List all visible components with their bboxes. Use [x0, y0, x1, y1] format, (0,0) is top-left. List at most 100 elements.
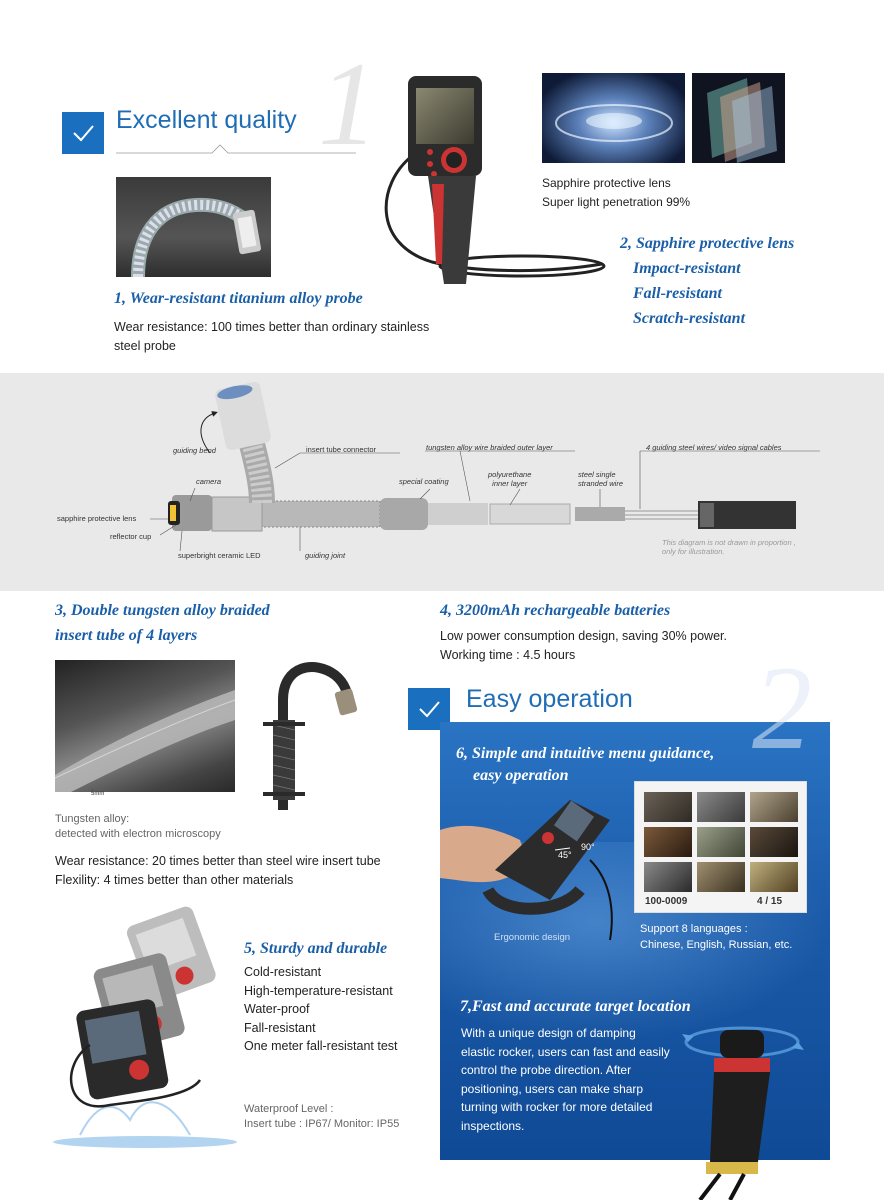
diagram-note: This diagram is not drawn in proportion … [662, 538, 796, 556]
file-counter: 100-0009 [645, 896, 688, 907]
label-tungsten-braided: tungsten alloy wire braided outer layer [426, 443, 553, 452]
lens-caption-line1: Sapphire protective lens [542, 176, 671, 190]
scale-label: 5mm [91, 791, 105, 797]
feature4-title: 4, 3200mAh rechargeable batteries [440, 602, 671, 619]
label-polyurethane-line1: polyurethane [488, 470, 532, 479]
waterproof-line2: Insert tube : IP67/ Monitor: IP55 [244, 1118, 400, 1130]
braided-tube-image [263, 662, 358, 810]
feature6-title-line2: easy operation [473, 767, 569, 784]
section-number-2: 2 [752, 641, 812, 774]
feature7-line5: turning with rocker for more detailed [461, 1100, 653, 1114]
label-camera: camera [196, 477, 222, 486]
lens-caption-line2: Super light penetration 99% [542, 194, 691, 209]
thumb-2 [697, 792, 745, 822]
microscope-caption-line1: Tungsten alloy: [55, 813, 130, 825]
feature3-description: Wear resistance: 20 times better than st… [55, 852, 381, 889]
label-steel-single: steel single stranded wire [578, 470, 623, 488]
sapphire-lens-photo [542, 73, 685, 163]
feature7-description: With a unique design of damping elastic … [461, 1024, 670, 1135]
feature3-title-line1: 3, Double tungsten alloy braided [55, 602, 270, 619]
probe-photo [116, 177, 271, 277]
thumb-9 [750, 862, 798, 892]
feature6-title-line1: 6, Simple and intuitive menu guidance, [456, 745, 715, 762]
microscope-photo: 5mm [55, 660, 235, 800]
thumb-6 [750, 827, 798, 857]
feature2-item-fall: Fall-resistant [633, 285, 722, 302]
thumb-7 [644, 862, 692, 892]
label-steel-single-line2: stranded wire [578, 479, 624, 488]
feature7-line4: positioning, users can make sharp [461, 1081, 644, 1096]
waterproof-level: Waterproof Level : Insert tube : IP67/ M… [244, 1102, 399, 1132]
waterproof-line1: Waterproof Level : [244, 1103, 334, 1115]
feature1-description-text: Wear resistance: 100 times better than o… [114, 320, 430, 353]
feature5-item-heat: High-temperature-resistant [244, 983, 393, 998]
label-steel-single-line1: steel single [578, 470, 616, 479]
feature5-item-cold: Cold-resistant [244, 965, 322, 979]
thumb-grid [644, 792, 800, 892]
section-number-1: 1 [318, 37, 378, 170]
glass-layers-photo [692, 73, 785, 163]
feature7-line3: control the probe direction. After [461, 1063, 632, 1077]
feature5-item-fall: Fall-resistant [244, 1020, 316, 1035]
probe-structure-diagram: guiding bend insert tube connector tungs… [0, 373, 884, 591]
feature3-desc-line2: Flexility: 4 times better than other mat… [55, 872, 294, 887]
menu-screen: 100-0009 4 / 15 [634, 781, 807, 913]
label-sapphire-lens: sapphire protective lens [57, 514, 137, 523]
hand-device-image [440, 800, 613, 941]
feature4-description: Low power consumption design, saving 30%… [440, 627, 727, 664]
probe-structure-drawing [150, 382, 820, 552]
sturdy-devices-image [53, 906, 237, 1148]
feature7-line6: inspections. [461, 1118, 525, 1133]
label-guiding-joint: guiding joint [305, 551, 346, 560]
diagram-note-line1: This diagram is not drawn in proportion … [662, 538, 796, 547]
feature1-title: 1, Wear-resistant titanium alloy probe [114, 290, 363, 307]
scale-bar: 5mm [55, 791, 235, 800]
microscope-caption: Tungsten alloy: detected with electron m… [55, 812, 221, 842]
label-insert-tube-connector: insert tube connector [306, 445, 377, 454]
feature5-list: Cold-resistant High-temperature-resistan… [244, 963, 398, 1056]
endoscope-device-image [384, 76, 606, 284]
checkmark-badge [62, 112, 104, 154]
languages-line1: Support 8 languages : [640, 923, 748, 935]
feature5-title: 5, Sturdy and durable [244, 940, 388, 957]
angle-45-label: 45° [558, 850, 572, 860]
label-reflector-cup: reflector cup [110, 532, 152, 541]
checkmark-icon [419, 701, 440, 718]
languages-note: Support 8 languages : Chinese, English, … [640, 922, 792, 953]
feature7-line2: elastic rocker, users can fast and easil… [461, 1044, 670, 1059]
feature4-line2: Working time : 4.5 hours [440, 647, 576, 662]
page-indicator: 4 / 15 [757, 896, 783, 907]
thumb-1 [644, 792, 692, 822]
rocker-image [682, 1026, 804, 1200]
feature7-line1: With a unique design of damping [461, 1026, 636, 1040]
feature2-item-scratch: Scratch-resistant [633, 310, 746, 327]
thumb-8 [697, 862, 745, 892]
languages-line2: Chinese, English, Russian, etc. [640, 938, 793, 951]
angle-90-label: 90° [581, 842, 595, 852]
feature4-line1: Low power consumption design, saving 30%… [440, 629, 727, 643]
feature7-title: 7,Fast and accurate target location [460, 998, 691, 1015]
section-heading-quality: Excellent quality [116, 106, 297, 134]
label-special-coating: special coating [399, 477, 449, 486]
ergonomic-label: Ergonomic design [494, 932, 571, 943]
microscope-caption-line2: detected with electron microscopy [55, 828, 221, 840]
thumb-4 [644, 827, 692, 857]
heading-underline [116, 144, 356, 154]
feature3-desc-line1: Wear resistance: 20 times better than st… [55, 854, 381, 868]
label-polyurethane-line2: inner layer [492, 479, 528, 488]
thumb-5 [697, 827, 745, 857]
section-heading-operation: Easy operation [466, 685, 633, 713]
checkmark-icon [73, 125, 94, 142]
feature2-item-impact: Impact-resistant [633, 260, 741, 277]
thumb-3 [750, 792, 798, 822]
feature5-item-test: One meter fall-resistant test [244, 1039, 398, 1053]
diagram-note-line2: only for illustration. [662, 547, 725, 556]
label-polyurethane: polyurethane inner layer [488, 470, 531, 488]
lens-caption: Sapphire protective lens Super light pen… [542, 174, 690, 211]
feature2-title: 2, Sapphire protective lens [620, 235, 795, 252]
feature5-item-water: Water-proof [244, 1002, 310, 1016]
label-guiding-wires: 4 guiding steel wires/ video signal cabl… [646, 443, 782, 452]
feature1-description: Wear resistance: 100 times better than o… [114, 318, 454, 355]
label-ceramic-led: superbright ceramic LED [178, 551, 261, 560]
label-guiding-bend: guiding bend [173, 446, 216, 455]
